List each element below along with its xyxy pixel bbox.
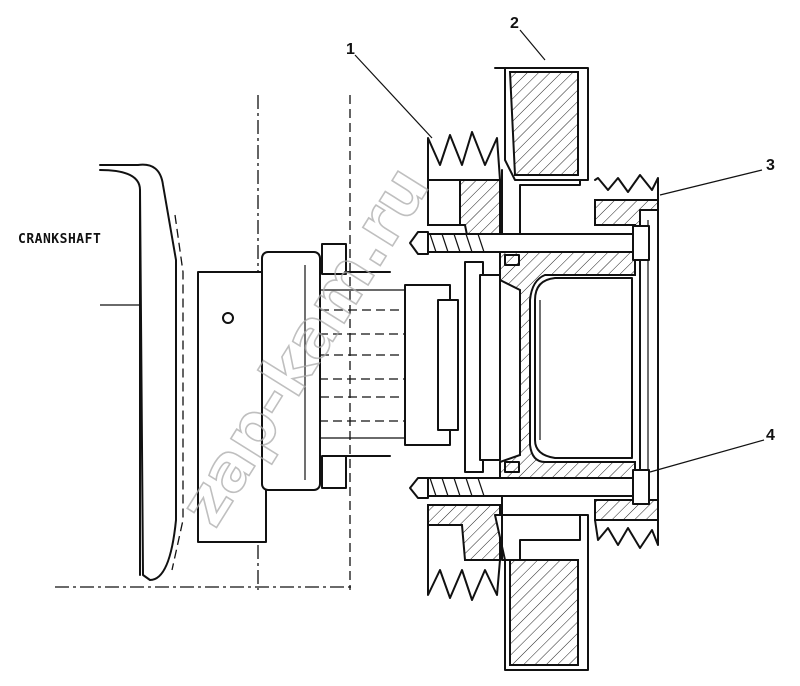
callout-3: 3: [766, 157, 775, 174]
pulley-bolts: [409, 225, 650, 505]
callouts: 1 2 3 4: [346, 15, 775, 473]
pulley: [427, 131, 659, 601]
hub-bolts: [319, 284, 459, 446]
vibration-damper: [494, 67, 589, 671]
callout-2: 2: [510, 15, 519, 32]
callout-4: 4: [766, 427, 775, 444]
callout-1: 1: [346, 41, 355, 58]
crankshaft-label: CRANKSHAFT: [18, 232, 101, 247]
crankshaft-hub: [197, 243, 391, 543]
